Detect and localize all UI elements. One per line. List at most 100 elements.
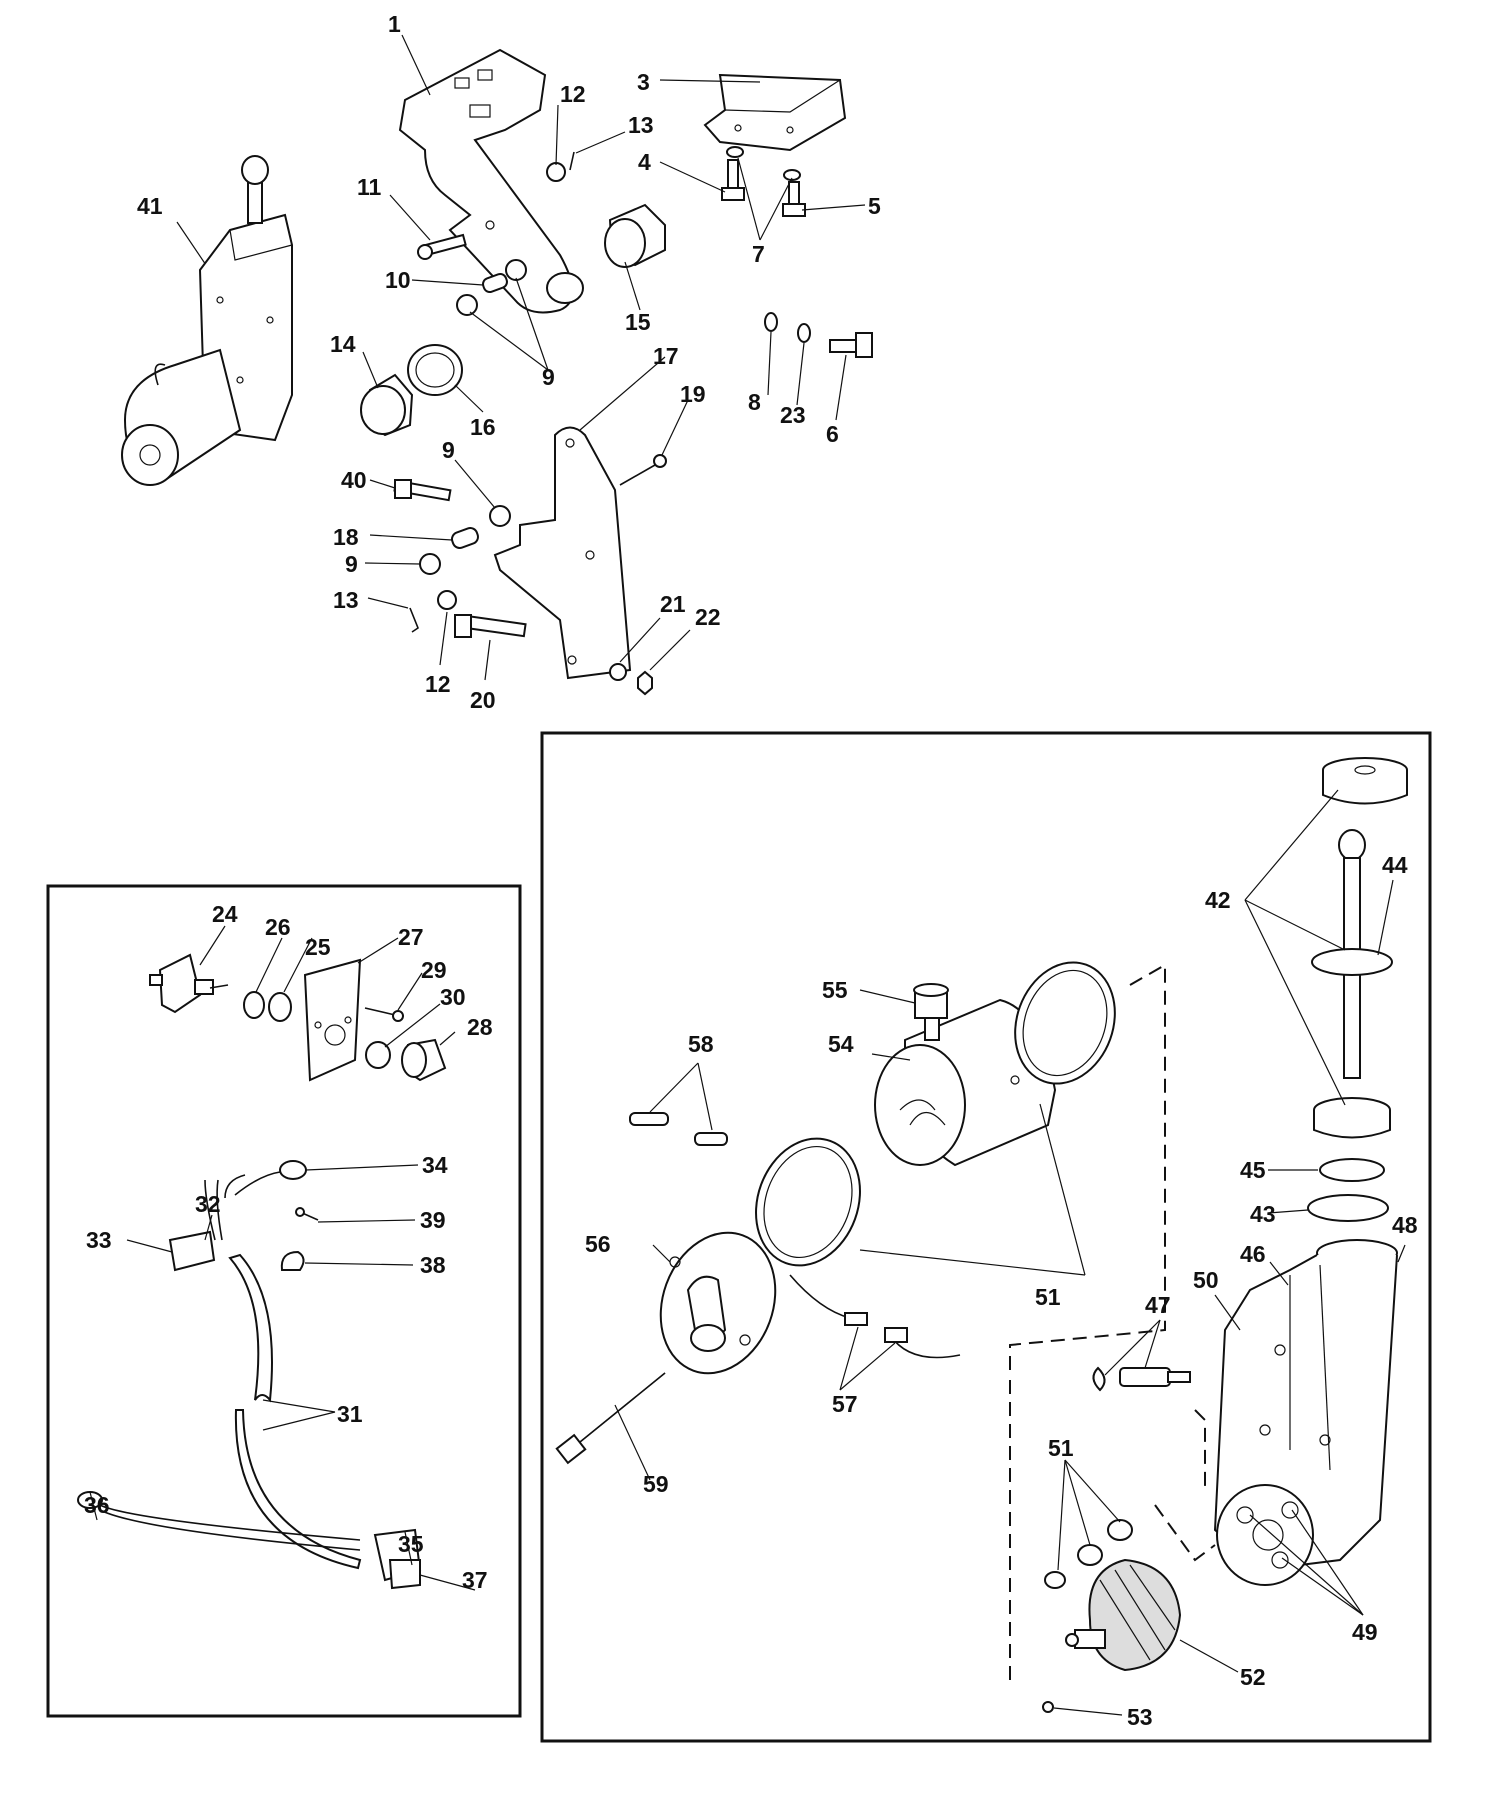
callout-49: 49 — [1352, 1619, 1378, 1645]
part-58-brush-spring — [629, 1112, 669, 1126]
part-7-washer — [726, 146, 744, 158]
part-47-retaining-ring — [1092, 1366, 1106, 1392]
callout-10: 10 — [385, 267, 411, 293]
part-17-lower-bracket — [493, 426, 632, 680]
callout-9: 9 — [442, 437, 455, 463]
part-32-connector — [168, 1230, 216, 1272]
callout-58: 58 — [688, 1031, 714, 1057]
callout-33: 33 — [86, 1227, 112, 1253]
leader-lines-right — [614, 789, 1406, 1716]
part-36-ring-terminal — [77, 1491, 361, 1551]
callout-11: 11 — [357, 174, 382, 200]
callout-32: 32 — [195, 1191, 221, 1217]
callout-40: 40 — [341, 467, 367, 493]
part-11-bolt — [417, 233, 467, 260]
callout-50: 50 — [1193, 1267, 1219, 1293]
callout-45: 45 — [1240, 1157, 1266, 1183]
callout-14: 14 — [330, 331, 356, 357]
callout-56: 56 — [585, 1231, 611, 1257]
part-13-cotter-pin — [569, 151, 575, 171]
part-25-washer — [268, 992, 292, 1022]
part-53-ball — [1042, 1701, 1054, 1713]
part-39-screw — [295, 1207, 319, 1221]
part-8-washer — [764, 312, 778, 332]
part-46-50-gear-housing — [1213, 1239, 1398, 1586]
part-55-fitting — [913, 983, 949, 1019]
part-45-o-ring — [1319, 1158, 1385, 1182]
callout-numbers: 1 3 4 5 6 7 8 9 9 9 10 11 12 12 13 13 14… — [84, 11, 1418, 1730]
part-14-bushing — [360, 373, 414, 437]
part-58-brush-spring — [694, 1132, 728, 1146]
part-9-nut — [489, 505, 511, 527]
part-34-ring-terminal — [234, 1160, 307, 1196]
part-38-clip — [280, 1250, 305, 1271]
callout-1: 1 — [388, 11, 401, 37]
callout-31: 31 — [337, 1401, 363, 1427]
callout-15: 15 — [625, 309, 651, 335]
part-9-nut — [456, 294, 478, 316]
part-28-knob — [401, 1038, 447, 1082]
callout-3: 3 — [637, 69, 650, 95]
callout-57: 57 — [832, 1391, 858, 1417]
motor-exploded-frame — [540, 731, 1432, 1743]
callout-26: 26 — [265, 914, 291, 940]
callout-34: 34 — [422, 1152, 448, 1178]
part-51-washer — [1107, 1519, 1133, 1541]
part-42-piston-rod-assembly — [1311, 757, 1408, 1139]
part-12-washer — [437, 590, 457, 610]
callout-51: 51 — [1048, 1435, 1074, 1461]
part-21-washer — [609, 663, 627, 681]
callout-12: 12 — [560, 81, 586, 107]
callout-12: 12 — [425, 671, 451, 697]
callout-38: 38 — [420, 1252, 446, 1278]
part-51-washer — [1077, 1544, 1103, 1566]
part-41-motor-pump-assembly — [121, 155, 293, 486]
callout-55: 55 — [822, 977, 848, 1003]
callout-28: 28 — [467, 1014, 493, 1040]
part-18-pin — [451, 527, 479, 549]
callout-8: 8 — [748, 389, 761, 415]
part-40-lag-screw — [393, 479, 452, 502]
callout-13: 13 — [333, 587, 359, 613]
part-52-armature — [1065, 1558, 1182, 1672]
callout-13: 13 — [628, 112, 654, 138]
alignment-dashes — [1009, 963, 1216, 1680]
callout-54: 54 — [828, 1031, 854, 1057]
callout-51: 51 — [1035, 1284, 1061, 1310]
part-29-screw — [364, 1007, 404, 1022]
callout-30: 30 — [440, 984, 466, 1010]
part-23-washer — [797, 323, 811, 343]
leader-lines-left — [89, 925, 476, 1591]
part-10-pin — [482, 273, 508, 293]
part-9-nut — [505, 259, 527, 281]
callout-52: 52 — [1240, 1664, 1266, 1690]
callout-42: 42 — [1205, 887, 1231, 913]
part-43-o-ring — [1307, 1194, 1389, 1222]
callout-9: 9 — [345, 551, 358, 577]
callout-41: 41 — [137, 193, 163, 219]
part-15-bushing — [604, 203, 666, 268]
callout-20: 20 — [470, 687, 496, 713]
part-27-switch-plate — [303, 958, 362, 1082]
part-12-washer — [546, 162, 566, 182]
upper-bracket-assembly — [176, 34, 873, 696]
part-3-angle-bracket — [703, 73, 847, 152]
callout-4: 4 — [638, 149, 651, 175]
part-13-cotter-pin — [409, 607, 419, 633]
callout-5: 5 — [868, 193, 881, 219]
part-51-washer — [1044, 1571, 1066, 1589]
callout-29: 29 — [421, 957, 447, 983]
callout-35: 35 — [398, 1531, 424, 1557]
callout-6: 6 — [826, 421, 839, 447]
part-51-gasket — [1014, 961, 1116, 1085]
part-47-plunger — [1119, 1367, 1191, 1387]
callout-9: 9 — [542, 364, 555, 390]
callout-44: 44 — [1382, 852, 1408, 878]
callout-39: 39 — [420, 1207, 446, 1233]
part-56-end-cap — [659, 1231, 777, 1375]
callout-53: 53 — [1127, 1704, 1153, 1730]
callout-22: 22 — [695, 604, 721, 630]
callout-17: 17 — [653, 343, 679, 369]
part-22-nut — [637, 670, 653, 696]
